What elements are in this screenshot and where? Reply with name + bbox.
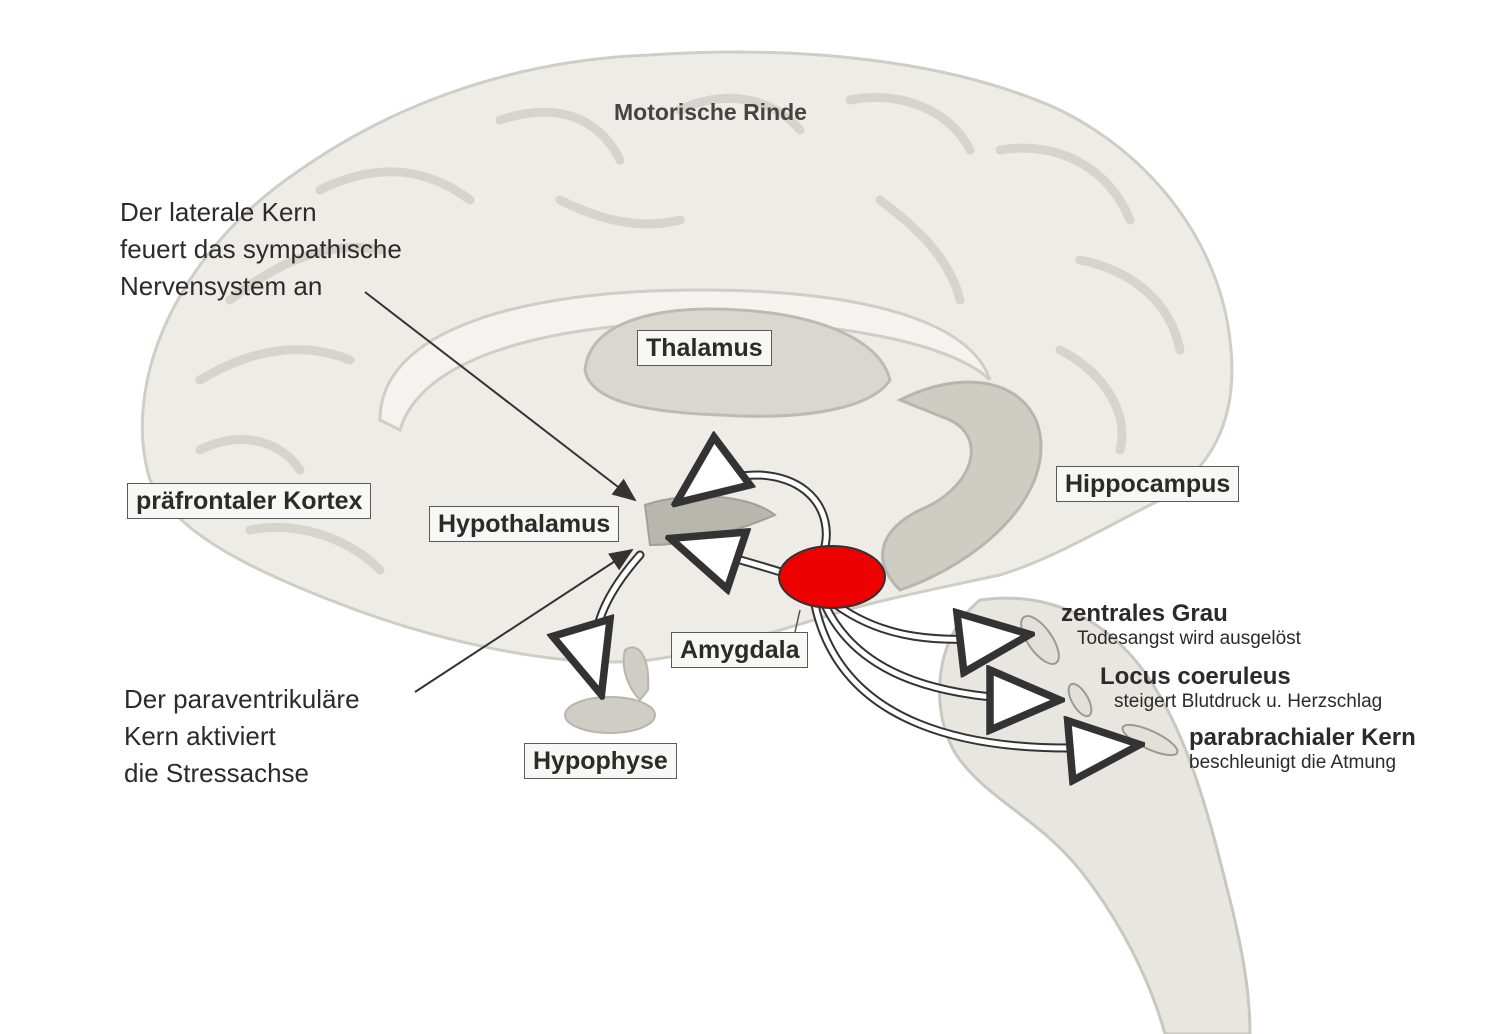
target-name: Locus coeruleus (1100, 663, 1382, 691)
amygdala-label: Amygdala (671, 632, 808, 668)
thalamus-label: Thalamus (637, 330, 772, 366)
target-name: parabrachialer Kern (1189, 724, 1416, 752)
hypothalamus-label: Hypothalamus (429, 506, 619, 542)
target-effect: beschleunigt die Atmung (1189, 752, 1416, 774)
prefrontal-cortex-label: präfrontaler Kortex (127, 483, 371, 519)
target-locus-coeruleus: Locus coeruleus steigert Blutdruck u. He… (1100, 663, 1382, 713)
hippocampus-label: Hippocampus (1056, 466, 1239, 502)
paraventricular-annotation: Der paraventrikuläre Kern aktiviert die … (124, 681, 360, 792)
hypophysis-shape (565, 697, 655, 733)
target-effect: Todesangst wird ausgelöst (1061, 628, 1301, 650)
target-name: zentrales Grau (1061, 600, 1301, 628)
annotation-line: Der paraventrikuläre (124, 681, 360, 718)
target-effect: steigert Blutdruck u. Herzschlag (1100, 691, 1382, 713)
annotation-line: Nervensystem an (120, 268, 402, 305)
annotation-line: Der laterale Kern (120, 194, 402, 231)
annotation-line: feuert das sympathische (120, 231, 402, 268)
annotation-line: Kern aktiviert (124, 718, 360, 755)
lateral-nucleus-annotation: Der laterale Kern feuert das sympathisch… (120, 194, 402, 305)
hypophysis-label: Hypophyse (524, 743, 677, 779)
amygdala-highlight (779, 546, 885, 608)
annotation-line: die Stressachse (124, 755, 360, 792)
target-parabrachial: parabrachialer Kern beschleunigt die Atm… (1189, 724, 1416, 774)
motor-cortex-label: Motorische Rinde (614, 98, 807, 126)
target-central-gray: zentrales Grau Todesangst wird ausgelöst (1061, 600, 1301, 650)
